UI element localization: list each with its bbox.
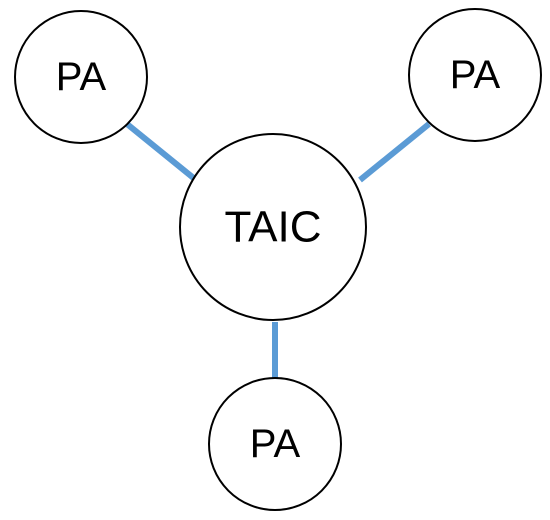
edge-center-to-top-right (358, 121, 431, 183)
taic-node-center-label: TAIC (225, 203, 322, 252)
pa-node-top-right-circle (408, 8, 542, 142)
edge-center-to-top-left (125, 121, 198, 183)
pa-node-top-right-label: PA (450, 53, 501, 97)
taic-node-center-circle (179, 133, 367, 321)
pa-node-bottom: PA (208, 377, 342, 511)
pa-node-bottom-label: PA (250, 422, 301, 466)
taic-node-center: TAIC (179, 133, 367, 321)
pa-node-bottom-circle (208, 377, 342, 511)
pa-node-top-left-label: PA (56, 55, 107, 99)
pa-node-top-left-circle (14, 10, 148, 144)
pa-node-top-right: PA (408, 8, 542, 142)
pa-node-top-left: PA (14, 10, 148, 144)
